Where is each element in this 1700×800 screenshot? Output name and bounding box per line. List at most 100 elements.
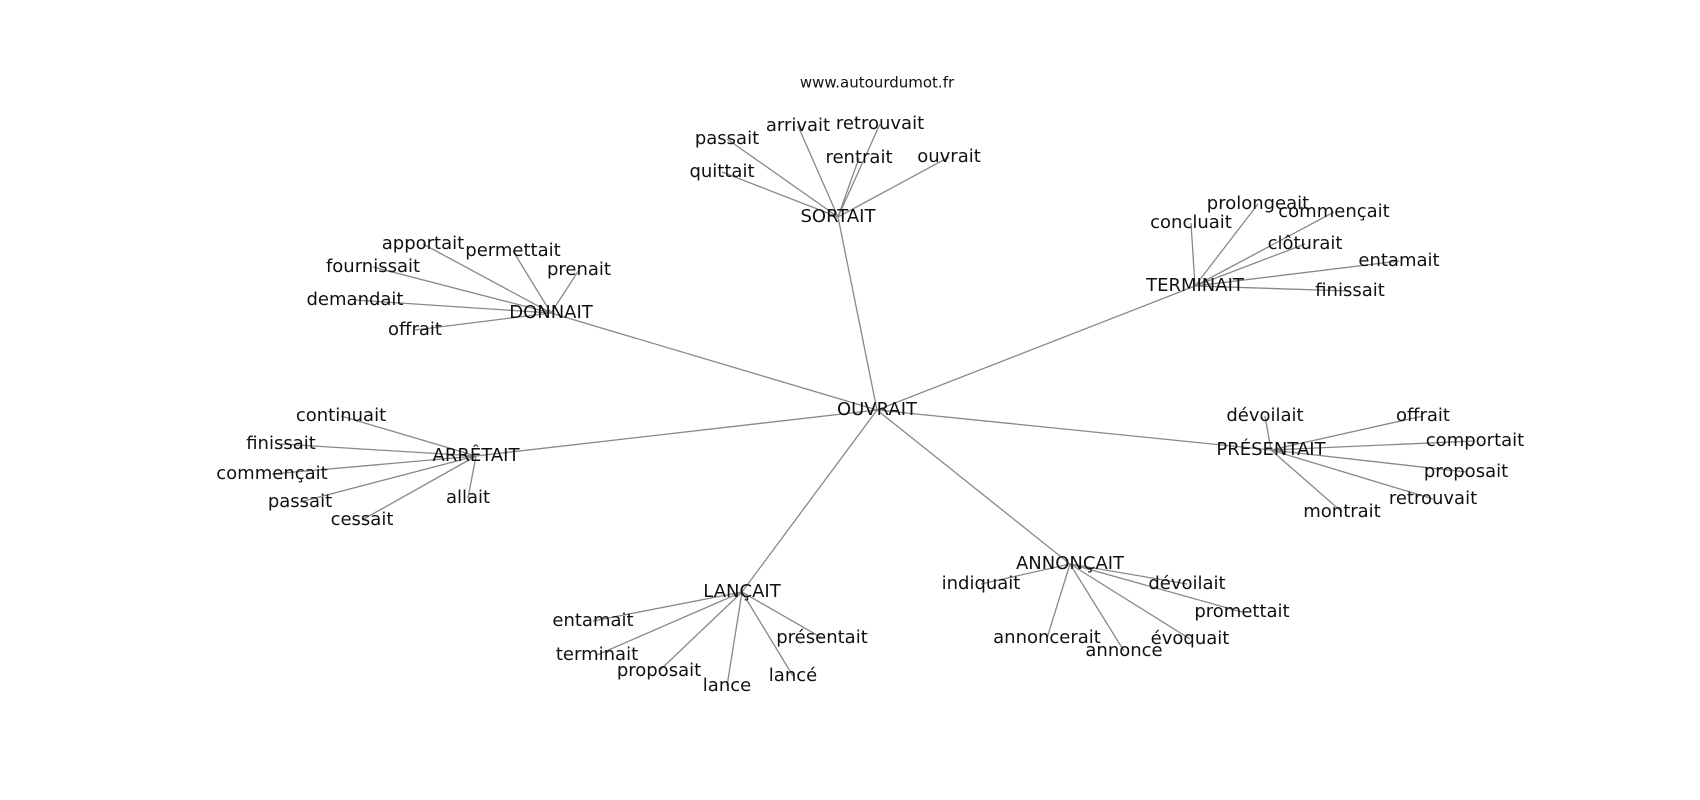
edge-annoncait-devoilait	[1069, 563, 1188, 585]
hub-word-lancait: LANÇAIT	[703, 581, 781, 602]
center-word: OUVRAIT	[837, 399, 918, 420]
hub-word-sortait: SORTAIT	[800, 206, 876, 227]
edge-center-sortait	[837, 216, 878, 411]
edge-sortait-arrivait	[797, 125, 839, 218]
hub-word-presentait: PRÉSENTAIT	[1216, 438, 1326, 460]
edge-terminait-cloturait	[1194, 243, 1306, 287]
edge-arretait-finissait	[280, 443, 477, 457]
leaf-word-donnait-apportait: apportait	[382, 233, 464, 254]
leaf-word-terminait-commencait: commençait	[1278, 201, 1389, 222]
leaf-word-sortait-ouvrait: ouvrait	[917, 146, 981, 167]
edge-presentait-comportait	[1270, 440, 1476, 451]
leaf-word-lancait-lance: lancé	[769, 665, 817, 686]
leaf-word-presentait-comportait: comportait	[1426, 430, 1524, 451]
labels-layer: www.autourdumot.fr SORTAIT passait arrivai…	[216, 74, 1524, 697]
leaf-word-terminait-cloturait: clôturait	[1268, 233, 1343, 254]
edge-donnait-fournissait	[372, 266, 552, 314]
edge-sortait-ouvrait	[837, 156, 950, 218]
leaf-word-sortait-retrouvait: retrouvait	[836, 113, 924, 134]
edge-presentait-proposait	[1270, 449, 1467, 473]
leaf-word-arretait-passait: passait	[268, 491, 332, 512]
leaf-word-annoncait-devoilait: dévoilait	[1148, 573, 1225, 594]
edge-annoncait-evoquait	[1069, 563, 1191, 640]
leaf-word-presentait-retrouvait: retrouvait	[1389, 488, 1477, 509]
hub-word-terminait: TERMINAIT	[1145, 275, 1245, 296]
edge-terminait-finissait	[1194, 285, 1351, 292]
edge-lancait-presentait	[741, 591, 823, 639]
leaf-word-lancait-presentait: présentait	[776, 627, 868, 648]
edge-annoncait-annoncerait	[1046, 563, 1071, 639]
leaf-word-donnait-permettait: permettait	[465, 240, 560, 261]
edge-donnait-demandait	[354, 299, 552, 314]
leaf-word-arretait-cessait: cessait	[331, 509, 394, 530]
hub-word-donnait: DONNAIT	[509, 302, 594, 323]
edge-annoncait-annonce	[1069, 563, 1125, 652]
edge-lancait-lance	[726, 591, 743, 687]
leaf-word-arretait-allait: allait	[446, 487, 490, 508]
leaf-word-annoncait-promettait: promettait	[1194, 601, 1289, 622]
edge-lancait-lance	[741, 591, 794, 677]
leaf-word-donnait-demandait: demandait	[307, 289, 404, 310]
edge-donnait-prenait	[550, 269, 580, 314]
leaf-word-annoncait-evoquait: évoquait	[1151, 628, 1230, 649]
leaf-word-donnait-offrait: offrait	[388, 319, 442, 340]
edge-sortait-passait	[726, 138, 839, 218]
leaf-word-terminait-entamait: entamait	[1358, 250, 1439, 271]
leaf-word-sortait-passait: passait	[695, 128, 759, 149]
edge-donnait-offrait	[414, 312, 552, 331]
edge-lancait-proposait	[658, 591, 743, 672]
leaf-word-lancait-entamait: entamait	[552, 610, 633, 631]
edge-arretait-continuait	[340, 415, 477, 457]
edge-annoncait-promettait	[1069, 563, 1243, 613]
edge-arretait-commencait	[271, 455, 477, 475]
edge-center-terminait	[876, 285, 1196, 411]
leaf-word-arretait-finissait: finissait	[246, 433, 316, 454]
leaf-word-lancait-proposait: proposait	[617, 660, 701, 681]
edge-terminait-commencait	[1194, 211, 1335, 287]
leaf-word-sortait-rentrait: rentrait	[825, 147, 892, 168]
leaf-word-lancait-lance: lance	[703, 675, 751, 696]
leaf-word-lancait-terminait: terminait	[556, 644, 638, 665]
edge-donnait-permettait	[512, 250, 552, 314]
leaf-word-sortait-quittait: quittait	[689, 161, 754, 182]
edge-center-lancait	[741, 409, 878, 593]
leaf-word-donnait-fournissait: fournissait	[326, 256, 420, 277]
edge-center-donnait	[550, 312, 878, 411]
edge-presentait-devoilait	[1264, 415, 1272, 451]
edge-terminait-prolongeait	[1194, 203, 1259, 287]
leaf-word-sortait-arrivait: arrivait	[766, 115, 830, 136]
edge-arretait-cessait	[361, 455, 477, 521]
edge-lancait-entamait	[592, 591, 743, 622]
leaf-word-annoncait-annonce: annonce	[1085, 640, 1162, 661]
source-watermark: www.autourdumot.fr	[800, 74, 955, 92]
edge-center-presentait	[876, 409, 1272, 451]
edge-center-arretait	[475, 409, 878, 457]
edge-donnait-apportait	[422, 243, 552, 314]
hub-word-arretait: ARRÊTAIT	[433, 444, 521, 466]
leaf-word-annoncait-annoncerait: annoncerait	[993, 627, 1101, 648]
edge-terminait-entamait	[1194, 260, 1400, 287]
edge-center-annoncait	[876, 409, 1071, 565]
edge-sortait-retrouvait	[837, 123, 881, 218]
leaf-word-terminait-prolongeait: prolongeait	[1207, 193, 1309, 214]
edge-sortait-quittait	[721, 171, 839, 218]
leaf-word-arretait-continuait: continuait	[296, 405, 386, 426]
edge-sortait-rentrait	[837, 157, 860, 218]
leaf-word-presentait-devoilait: dévoilait	[1226, 405, 1303, 426]
leaf-word-terminait-finissait: finissait	[1315, 280, 1385, 301]
edge-annoncait-indiquait	[980, 563, 1071, 585]
edge-arretait-passait	[299, 455, 477, 503]
edge-terminait-concluait	[1190, 222, 1196, 287]
hub-word-annoncait: ANNONÇAIT	[1016, 553, 1125, 574]
leaf-word-presentait-montrait: montrait	[1303, 501, 1381, 522]
leaf-word-presentait-proposait: proposait	[1424, 461, 1508, 482]
leaf-word-presentait-offrait: offrait	[1396, 405, 1450, 426]
leaf-word-annoncait-indiquait: indiquait	[942, 573, 1021, 594]
edge-lancait-terminait	[596, 591, 743, 656]
edge-presentait-retrouvait	[1270, 449, 1434, 500]
leaf-word-donnait-prenait: prenait	[547, 259, 611, 280]
edges-layer	[271, 123, 1476, 687]
leaf-word-terminait-concluait: concluait	[1150, 212, 1232, 233]
edge-arretait-allait	[467, 455, 477, 499]
